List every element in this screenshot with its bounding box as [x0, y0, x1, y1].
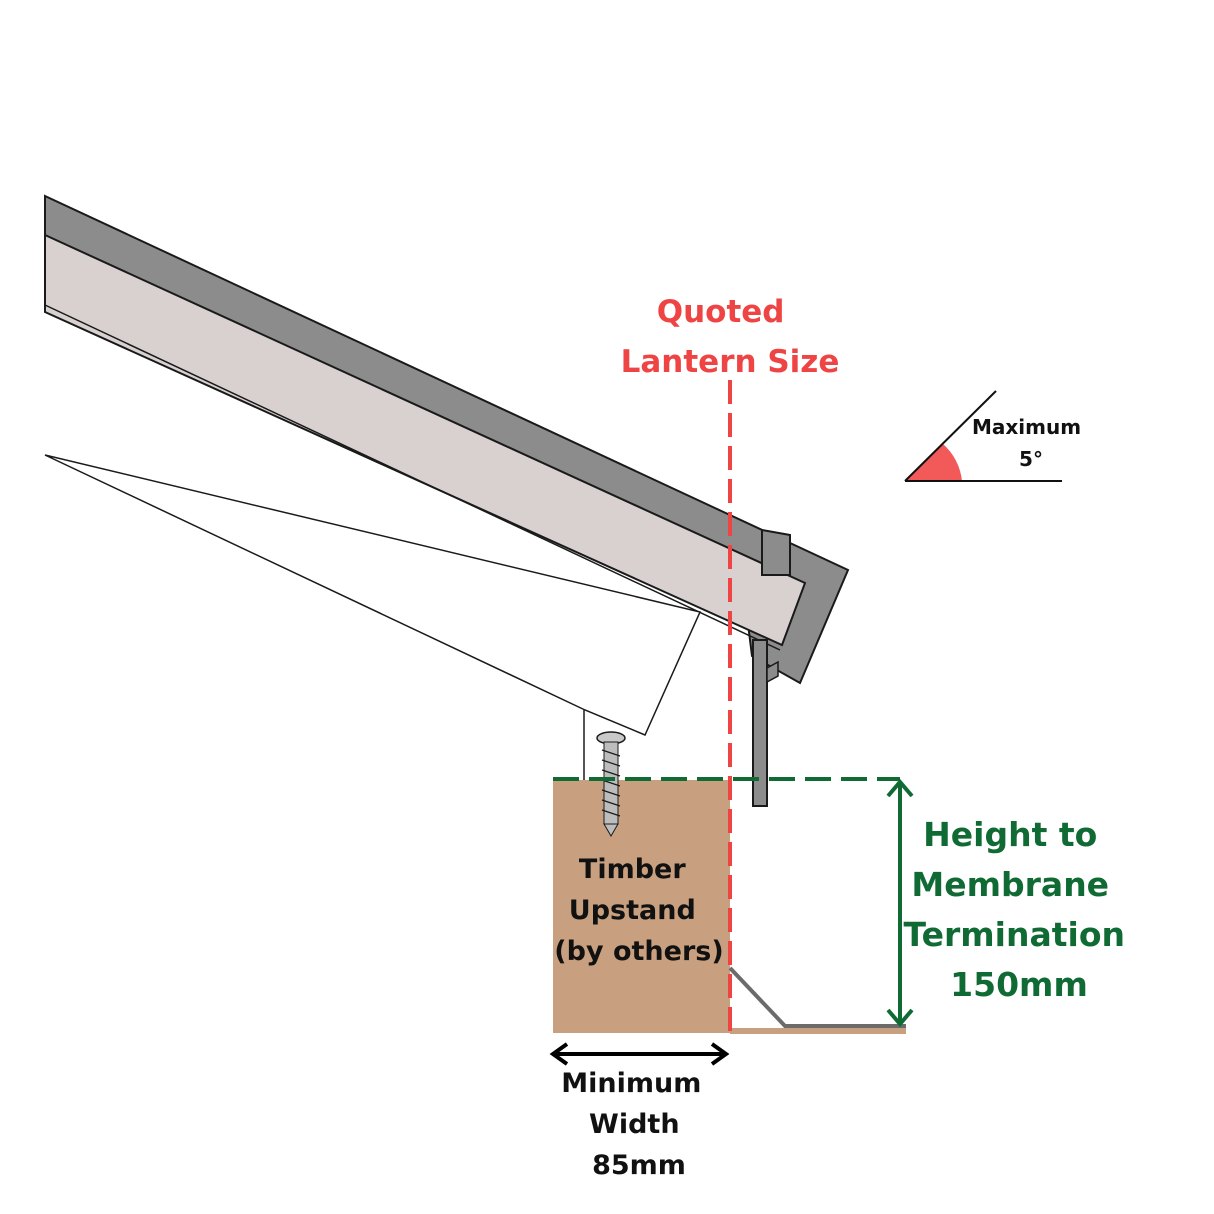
glazing-edge-line: [44, 304, 781, 651]
height-line-4: 150mm: [950, 965, 1088, 1004]
height-to-membrane-label: Height to Membrane Termination 150mm: [904, 815, 1137, 1004]
height-line-3: Termination: [904, 915, 1126, 954]
width-line-3: 85mm: [592, 1150, 686, 1181]
timber-line-1: Timber: [579, 854, 686, 885]
quoted-line-1: Quoted: [657, 294, 785, 330]
minimum-width-label: Minimum Width 85mm: [561, 1068, 711, 1181]
drip-leg: [752, 639, 768, 807]
drip-leg-lip: [766, 660, 779, 684]
width-dimension-arrow: [549, 1042, 730, 1066]
max-angle-line-2: 5°: [1019, 447, 1043, 471]
max-angle-line-1: Maximum: [972, 415, 1081, 439]
max-angle-label: Maximum 5°: [972, 415, 1088, 471]
end-cap-return: [761, 528, 791, 576]
lantern-glazing-bar: [44, 194, 850, 807]
timber-line-3: (by others): [554, 936, 723, 967]
roof-deck-strip: [730, 1028, 906, 1034]
height-line-2: Membrane: [911, 865, 1109, 904]
width-line-1: Minimum: [561, 1068, 701, 1099]
width-line-2: Width: [589, 1109, 680, 1140]
height-line-1: Height to: [923, 815, 1097, 854]
timber-upstand-label: Timber Upstand (by others): [554, 854, 723, 967]
fixing-screw-icon: [596, 731, 626, 837]
timber-line-2: Upstand: [569, 895, 696, 926]
height-dimension-arrow: [886, 778, 914, 1028]
glazing-panel: [44, 233, 807, 647]
quoted-line-2: Lantern Size: [621, 344, 840, 380]
membrane-line: [728, 966, 906, 1028]
timber-upstand-block: [553, 780, 730, 1033]
rafter-underside: [44, 454, 702, 736]
max-angle-icon: [904, 390, 1062, 482]
quoted-lantern-size-label: Quoted Lantern Size: [621, 294, 840, 380]
